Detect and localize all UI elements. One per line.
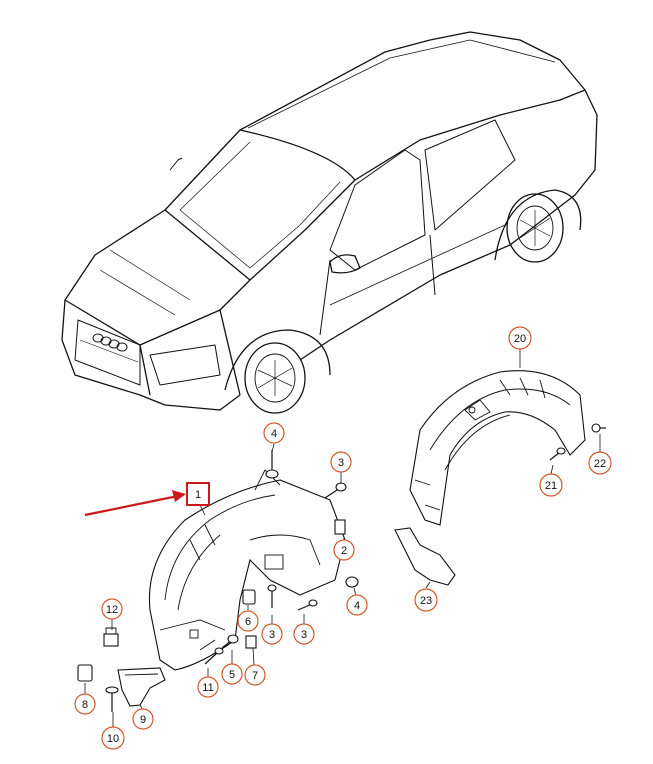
screw-part-4-top	[265, 450, 279, 479]
screw-part-3-bottom	[297, 599, 318, 611]
callout-3-middle: 3	[261, 623, 283, 645]
nut-part-6	[242, 589, 256, 605]
nut-part-8	[77, 664, 93, 682]
callout-9: 9	[132, 708, 154, 730]
callout-label-3-bottom: 3	[301, 629, 307, 641]
callout-label-5: 5	[229, 669, 235, 681]
callout-label-3-top: 3	[338, 457, 344, 469]
screw-part-10	[105, 686, 119, 712]
callout-2: 2	[333, 539, 355, 561]
callout-label-20: 20	[514, 333, 526, 345]
callout-label-1: 1	[195, 489, 201, 501]
callout-label-4-right: 4	[354, 600, 360, 612]
callout-12: 12	[101, 598, 123, 620]
callout-label-2: 2	[341, 545, 347, 557]
callout-label-9: 9	[140, 714, 146, 726]
car-illustration	[61, 31, 598, 414]
callout-8: 8	[74, 693, 96, 715]
callout-4-top: 4	[263, 422, 285, 444]
callout-label-10: 10	[107, 733, 119, 745]
callout-label-21: 21	[545, 480, 557, 492]
callout-5: 5	[221, 663, 243, 685]
callout-21: 21	[539, 473, 563, 497]
screw-part-11	[204, 647, 224, 665]
callout-22: 22	[588, 451, 612, 475]
clip-part-2	[334, 519, 346, 535]
screw-part-3-top	[324, 482, 347, 499]
highlight-box	[186, 482, 210, 506]
callout-1: 1	[195, 489, 201, 501]
callout-23: 23	[414, 588, 438, 612]
splash-shield-bracket	[117, 667, 166, 707]
callout-7: 7	[244, 664, 266, 686]
callout-label-11: 11	[202, 682, 213, 694]
rear-splash-bracket	[394, 527, 456, 586]
callout-label-7: 7	[252, 670, 258, 682]
callout-label-22: 22	[594, 458, 606, 470]
clip-part-7	[245, 635, 257, 649]
screw-part-3-middle	[267, 584, 277, 608]
screw-part-4-right	[345, 576, 359, 588]
callout-6: 6	[237, 610, 259, 632]
callout-11: 11	[197, 676, 219, 698]
callout-label-6: 6	[245, 616, 251, 628]
callout-3-bottom: 3	[293, 623, 315, 645]
clip-part-12	[103, 627, 119, 647]
callout-label-8: 8	[82, 699, 88, 711]
callout-10: 10	[101, 726, 125, 750]
callout-label-12: 12	[106, 604, 118, 616]
callout-20: 20	[508, 326, 532, 350]
screw-part-21	[549, 447, 566, 461]
clip-part-22	[591, 423, 606, 433]
callout-3-top: 3	[330, 451, 352, 473]
rear-wheel-housing-liner	[409, 370, 586, 526]
front-wheel-housing-liner	[148, 469, 346, 671]
callout-label-4-top: 4	[271, 428, 277, 440]
callout-label-23: 23	[420, 595, 432, 607]
screw-part-5	[221, 634, 239, 649]
callout-label-3-middle: 3	[269, 629, 275, 641]
pointer-arrow	[84, 490, 186, 517]
callout-4-right: 4	[346, 594, 368, 616]
